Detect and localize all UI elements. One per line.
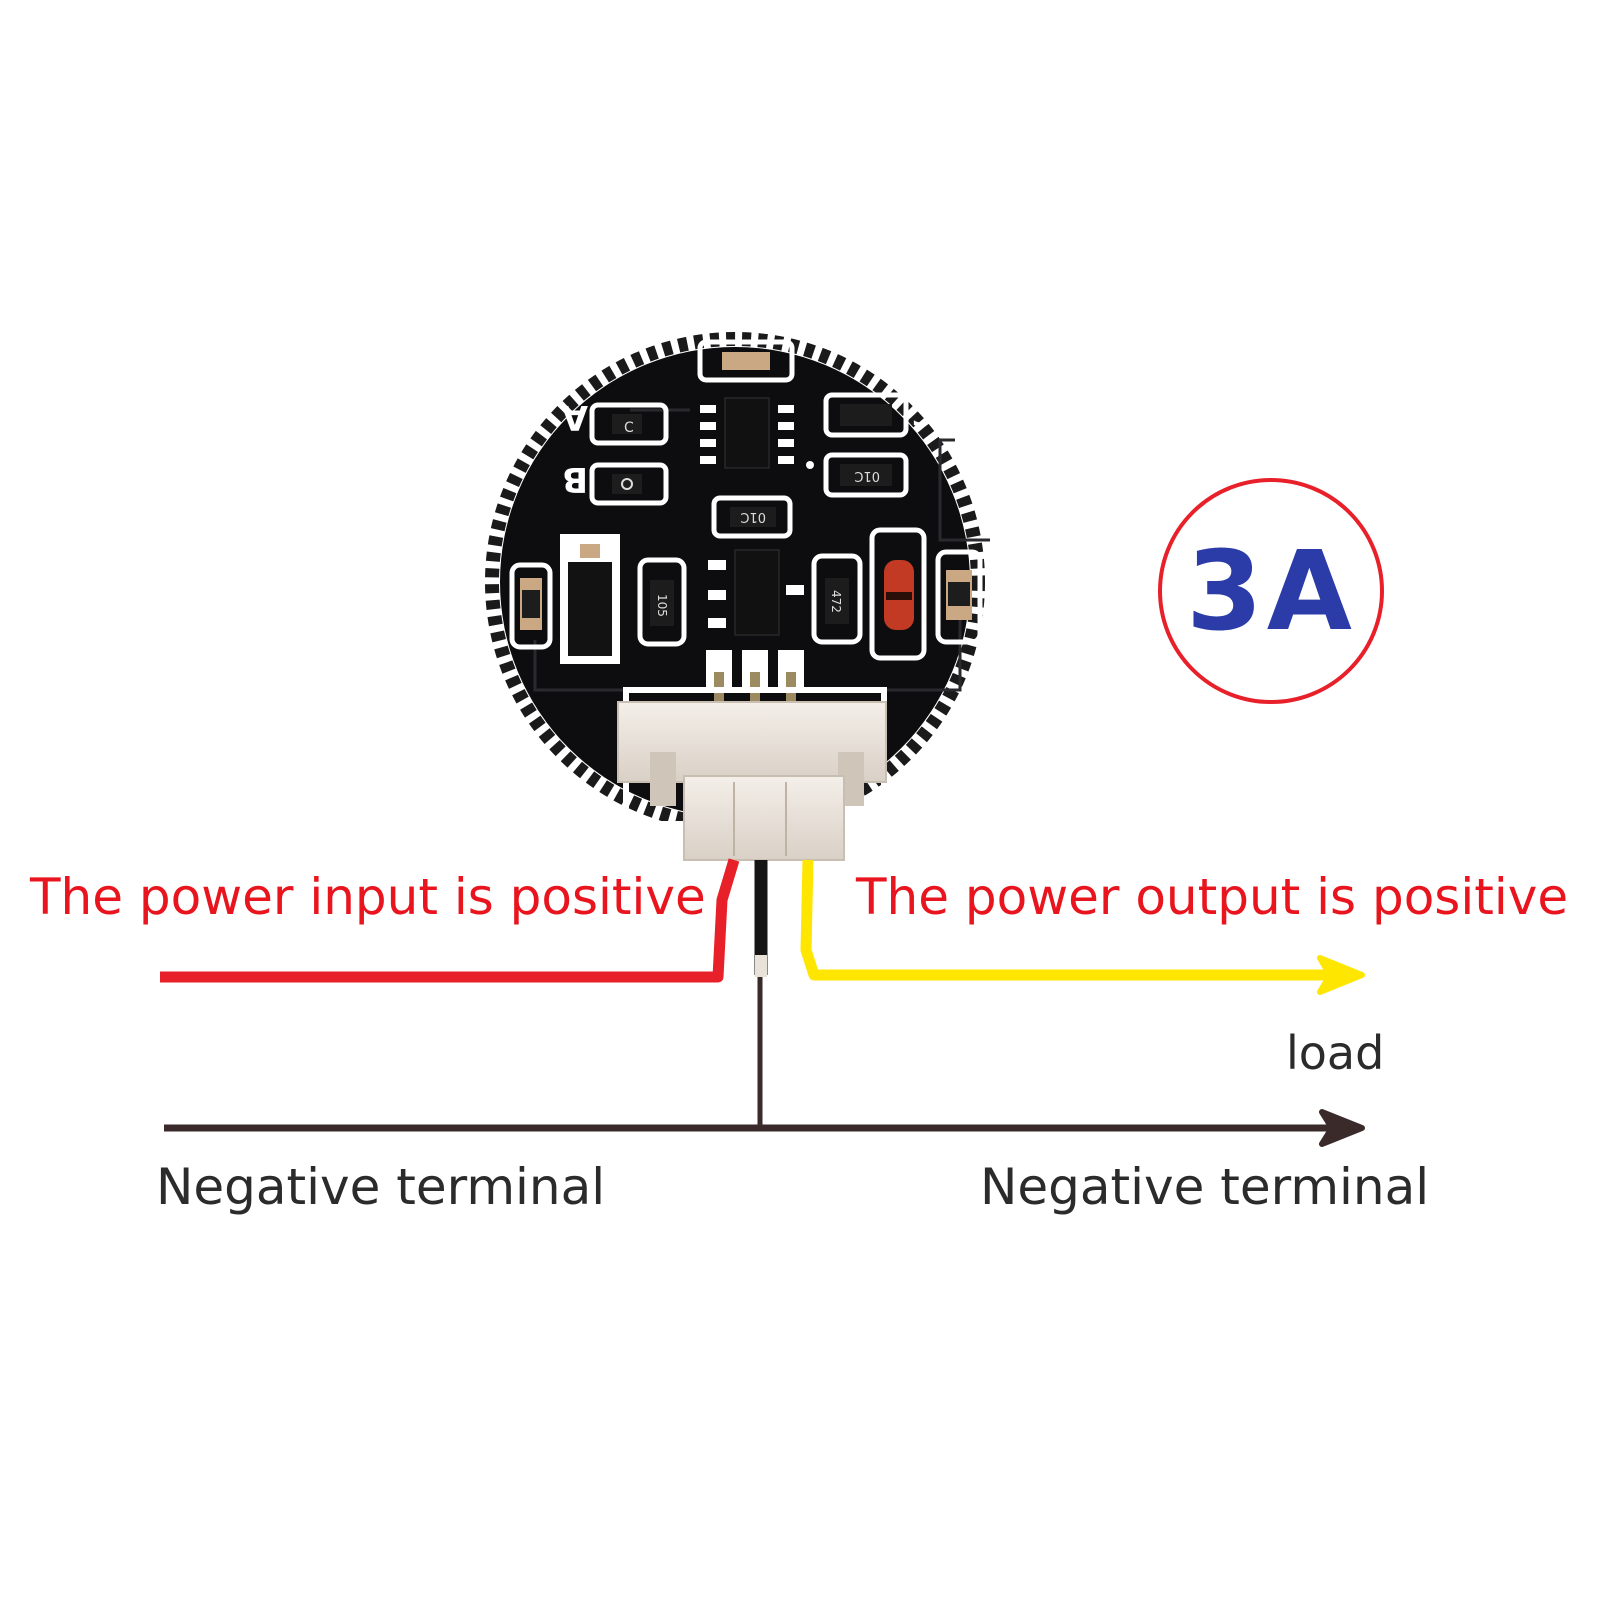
part-code-5: 472: [829, 590, 843, 613]
part-code-3: 01C: [850, 407, 876, 422]
part-code-c: C: [624, 420, 634, 436]
output-positive-wire: [800, 859, 1330, 981]
output-arrowhead: [1317, 955, 1365, 995]
part-code-4: 105: [655, 594, 669, 617]
part-code-2: 01C: [740, 509, 766, 524]
pcb-module: C A B C 01C 01C: [485, 332, 990, 861]
load-label: load: [1286, 1026, 1385, 1080]
silkscreen-b: B: [562, 459, 588, 499]
part-code-1: 01C: [854, 468, 880, 483]
wires: [160, 858, 1365, 1147]
input-positive-label: The power input is positive: [30, 868, 706, 926]
negative-terminal-label-right: Negative terminal: [980, 1158, 1430, 1216]
negative-terminal-label-left: Negative terminal: [156, 1158, 606, 1216]
negative-arrowhead: [1319, 1109, 1365, 1147]
current-rating-text: 3A: [1186, 527, 1356, 655]
output-positive-label: The power output is positive: [856, 868, 1569, 926]
input-positive-wire: [160, 858, 740, 983]
current-rating-badge: 3A: [1158, 478, 1384, 704]
silkscreen-c: C: [912, 396, 934, 431]
silkscreen-a: A: [561, 397, 588, 437]
